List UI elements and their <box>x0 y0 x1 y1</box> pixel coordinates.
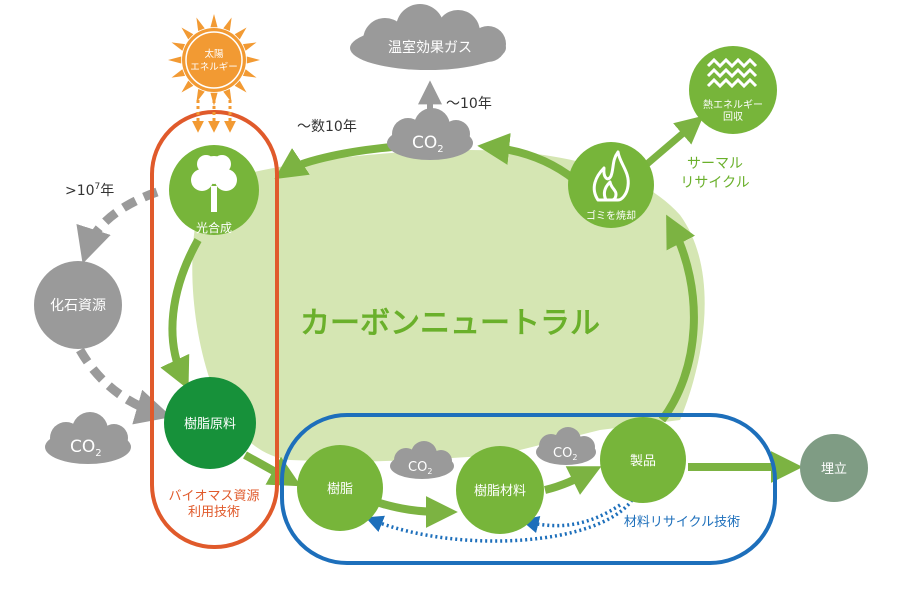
product-label: 製品 <box>630 454 656 469</box>
arrow-incineration-to-co2 <box>477 132 578 184</box>
sun-ray <box>210 92 218 106</box>
sun-ray <box>223 17 232 32</box>
thermal-recycle-line1: サーマル <box>687 156 743 172</box>
material-recycle-loop <box>280 413 777 565</box>
sun-ray <box>242 42 257 51</box>
landfill-node <box>800 434 868 502</box>
arrow-fossil-to-raw <box>76 347 172 425</box>
resin-material-node <box>456 446 544 534</box>
sun-ray <box>181 80 194 93</box>
co2-right-label: CO2 <box>553 446 577 462</box>
heat-recovery-label-line1: 熱エネルギー <box>703 98 763 111</box>
recycle-arrow-to-material <box>521 503 621 534</box>
resin-label: 樹脂 <box>327 482 353 497</box>
incineration-label: ゴミを焼却 <box>586 209 636 222</box>
arrow-co2-to-photosynthesis <box>274 143 393 180</box>
sun-light-arrows <box>192 100 236 133</box>
co2-left-label: CO2 <box>70 437 102 459</box>
time-fossil-years: >107年 <box>65 182 114 199</box>
sun-ray <box>171 69 186 78</box>
tree-icon <box>191 155 237 212</box>
sun-ray <box>168 56 182 64</box>
sun-ray <box>181 27 194 40</box>
center-label: カーボンニュートラル <box>300 306 600 341</box>
arrow-photosynthesis-to-raw <box>160 238 202 390</box>
resin-node <box>297 445 383 531</box>
heat-recovery-node <box>689 46 777 134</box>
sun-icon <box>168 14 260 106</box>
co2-cloud-right-icon <box>536 427 596 465</box>
heat-recovery-label-line2: 回収 <box>723 111 743 123</box>
fossil-node <box>34 261 122 349</box>
sun-ray <box>234 80 247 93</box>
arrow-photosynthesis-to-fossil <box>76 187 159 264</box>
fossil-label: 化石資源 <box>50 298 106 314</box>
co2-cloud-left-icon <box>45 412 131 464</box>
sun-ray <box>196 88 205 103</box>
heat-waves-icon <box>706 57 758 89</box>
co2-top-label: CO2 <box>412 133 444 155</box>
arrow-material-to-product <box>544 466 602 495</box>
co2-cloud-top-icon <box>387 108 473 160</box>
time-tens-of-years: ～数10年 <box>297 119 357 135</box>
sun-ray <box>171 42 186 51</box>
sun-ray <box>234 27 247 40</box>
sun-label-line2: エネルギー <box>190 62 238 73</box>
co2-mid-label: CO2 <box>408 460 432 476</box>
greenhouse-cloud-icon <box>350 4 506 70</box>
carbon-neutral-area <box>192 150 705 462</box>
resin-raw-label: 樹脂原料 <box>184 417 236 432</box>
arrow-resin-to-material <box>368 495 458 528</box>
biomass-label-line1: バイオマス資源 <box>168 489 259 504</box>
sun-ray <box>223 88 232 103</box>
greenhouse-label: 温室効果ガス <box>388 39 472 56</box>
photosynthesis-label: 光合成 <box>196 220 232 235</box>
biomass-label-line2: 利用技術 <box>188 505 240 520</box>
arrow-product-to-incineration <box>658 214 698 423</box>
sun-ray <box>196 17 205 32</box>
sun-ray <box>246 56 260 64</box>
material-recycle-label: 材料リサイクル技術 <box>624 515 740 530</box>
resin-raw-node <box>164 377 256 469</box>
co2-cloud-mid-icon <box>390 441 454 479</box>
flame-icon <box>592 150 630 202</box>
thermal-recycle-line2: リサイクル <box>680 175 749 191</box>
sun-label-line1: 太陽 <box>204 48 224 60</box>
landfill-label: 埋立 <box>821 462 847 477</box>
arrow-incineration-to-heat <box>637 115 704 173</box>
time-ten-years: ～10年 <box>446 96 492 112</box>
resin-material-label: 樹脂材料 <box>474 484 526 499</box>
sun-ray <box>242 69 257 78</box>
product-node <box>600 417 686 503</box>
sun-ray <box>210 14 218 28</box>
